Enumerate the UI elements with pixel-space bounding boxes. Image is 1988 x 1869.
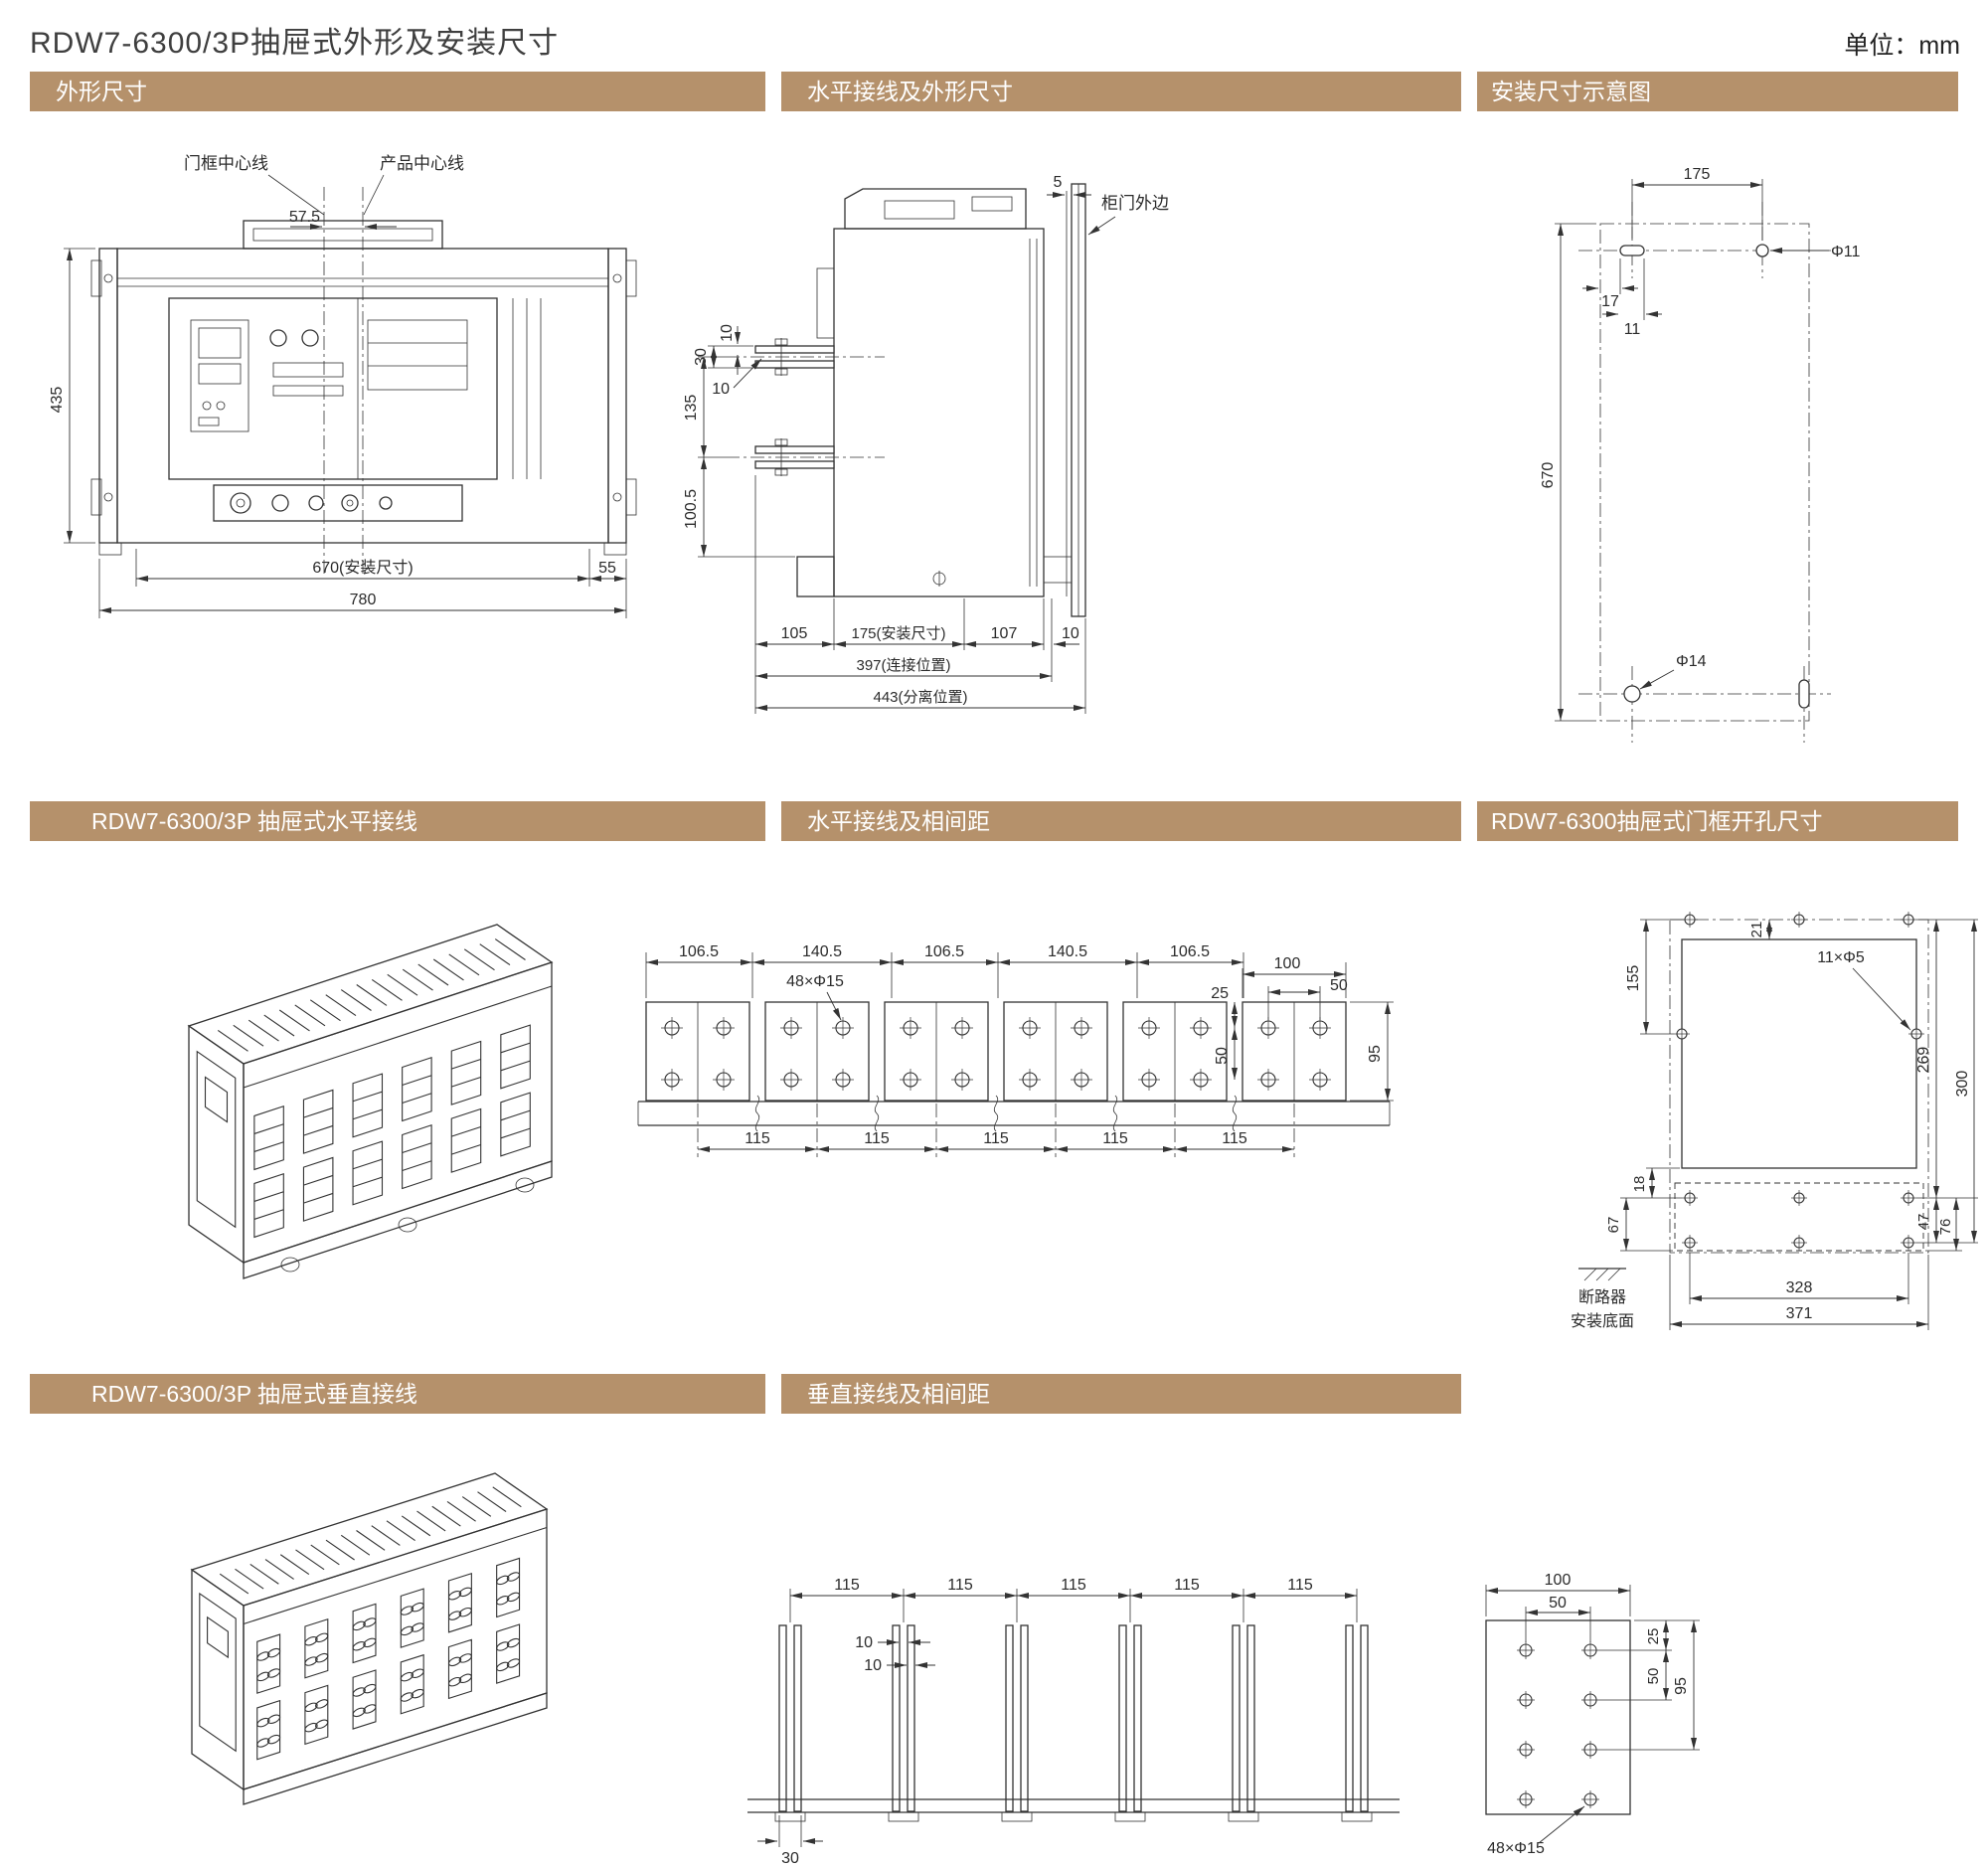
dim-50-rows: 50 (1214, 1047, 1231, 1065)
vertical-spacing-drawing: 115 115 115 115 115 10 10 30 (747, 1577, 1400, 1867)
isometric-horizontal-drawing (30, 865, 606, 1342)
header-drawer-horizontal: RDW7-6300/3P 抽屉式水平接线 (30, 801, 765, 841)
dim-115-v5: 115 (1287, 1577, 1313, 1594)
header-vertical-phase: 垂直接线及相间距 (781, 1374, 1461, 1414)
dim-140-5-b: 140.5 (1048, 943, 1087, 960)
dim-phi11: Φ11 (1831, 244, 1860, 260)
dim-76: 76 (1937, 1219, 1954, 1236)
front-view-drawing: 门框中心线 产品中心线 57.5 435 670(安装尺寸) 55 780 (49, 154, 637, 618)
dim-10-gap-v: 10 (855, 1634, 873, 1651)
header-door-opening: RDW7-6300抽屉式门框开孔尺寸 (1477, 801, 1958, 841)
dim-48xphi15-bolt: 48×Φ15 (1487, 1840, 1545, 1857)
dim-50-cols: 50 (1330, 977, 1348, 994)
dim-95-bolt: 95 (1673, 1677, 1690, 1695)
dim-115-h1: 115 (745, 1130, 770, 1147)
dim-155: 155 (1625, 965, 1642, 992)
isometric-vertical-drawing (30, 1422, 606, 1859)
dim-48xphi15: 48×Φ15 (786, 973, 844, 990)
mounting-base-label: 安装底面 (1571, 1312, 1634, 1330)
header-outline: 外形尺寸 (30, 72, 765, 111)
dim-55: 55 (598, 560, 616, 577)
dim-30: 30 (781, 1850, 799, 1867)
dim-100: 100 (1274, 955, 1301, 972)
svg-defs (0, 0, 2, 2)
dim-140-5-a: 140.5 (802, 943, 842, 960)
dim-670-plate: 670 (1540, 462, 1557, 489)
header-install-diagram: 安装尺寸示意图 (1477, 72, 1958, 111)
dim-67: 67 (1605, 1217, 1622, 1234)
header-horizontal-outline: 水平接线及外形尺寸 (781, 72, 1461, 111)
door-centerline-label: 门框中心线 (184, 154, 268, 173)
dim-670: 670(安装尺寸) (312, 559, 413, 577)
dim-115-v4: 115 (1174, 1577, 1200, 1594)
dim-115-v1: 115 (834, 1577, 860, 1594)
door-frame-drawing: 21 155 11×Φ5 269 47 76 300 18 67 断路器 安装底… (1571, 911, 1978, 1330)
dim-300: 300 (1954, 1071, 1971, 1098)
product-centerline-label: 产品中心线 (380, 154, 464, 173)
dim-25-bolt: 25 (1645, 1628, 1662, 1645)
dim-11xphi5: 11×Φ5 (1817, 949, 1865, 966)
dim-443: 443(分离位置) (873, 689, 967, 706)
unit-label: 单位：mm (1844, 32, 1960, 60)
side-view-drawing: 30 10 10 135 100.5 柜门外边 5 105 175(安装尺寸) … (683, 174, 1169, 714)
dim-397: 397(连接位置) (856, 657, 950, 674)
dim-780: 780 (350, 592, 377, 608)
header-horizontal-phase: 水平接线及相间距 (781, 801, 1461, 841)
dim-95: 95 (1367, 1045, 1384, 1063)
dim-25: 25 (1211, 985, 1229, 1002)
dim-105: 105 (781, 625, 808, 642)
dim-115-h5: 115 (1222, 1130, 1247, 1147)
dim-435: 435 (49, 387, 66, 414)
dim-175-plate: 175 (1684, 166, 1711, 183)
dim-10-thickness-v: 10 (864, 1657, 882, 1674)
dim-135: 135 (683, 395, 700, 422)
dim-115-h3: 115 (983, 1130, 1009, 1147)
install-plate-drawing: 175 Φ11 17 11 670 Φ14 (1540, 166, 1860, 743)
dim-100-5: 100.5 (683, 489, 700, 529)
dim-115-v3: 115 (1061, 1577, 1086, 1594)
cabinet-door-edge-label: 柜门外边 (1101, 194, 1169, 213)
dim-10-thickness: 10 (719, 324, 736, 342)
header-drawer-vertical: RDW7-6300/3P 抽屉式垂直接线 (30, 1374, 765, 1414)
dim-50-bolt: 50 (1549, 1595, 1567, 1612)
dim-115-v2: 115 (947, 1577, 973, 1594)
breaker-label: 断路器 (1578, 1288, 1626, 1306)
dim-10-gap: 10 (712, 381, 730, 398)
dim-57-5: 57.5 (289, 209, 320, 226)
dim-328: 328 (1786, 1279, 1813, 1296)
dim-11: 11 (1624, 321, 1641, 338)
dim-10-door: 10 (1062, 625, 1079, 642)
horizontal-spacing-drawing: 106.5 140.5 106.5 140.5 106.5 48×Φ15 25 … (637, 943, 1394, 1157)
dim-115-h2: 115 (864, 1130, 890, 1147)
dim-371: 371 (1786, 1305, 1813, 1322)
dim-106-5-b: 106.5 (924, 943, 964, 960)
bolt-pattern-drawing: 100 50 25 50 95 48×Φ15 (1485, 1572, 1700, 1857)
dim-phi14: Φ14 (1676, 653, 1707, 670)
dim-115-h4: 115 (1102, 1130, 1128, 1147)
dim-100-bolt: 100 (1545, 1572, 1572, 1589)
dim-106-5-a: 106.5 (679, 943, 719, 960)
dim-107: 107 (991, 625, 1018, 642)
dim-50b-bolt: 50 (1645, 1668, 1662, 1685)
dim-17: 17 (1601, 293, 1619, 310)
dim-47: 47 (1915, 1214, 1932, 1231)
dim-269: 269 (1915, 1047, 1932, 1074)
dim-175-install: 175(安装尺寸) (851, 625, 945, 642)
dim-5: 5 (1054, 174, 1063, 191)
dim-18: 18 (1631, 1176, 1648, 1193)
dim-21: 21 (1748, 922, 1765, 938)
page-title: RDW7-6300/3P抽屉式外形及安装尺寸 (30, 27, 560, 60)
dim-106-5-c: 106.5 (1170, 943, 1210, 960)
